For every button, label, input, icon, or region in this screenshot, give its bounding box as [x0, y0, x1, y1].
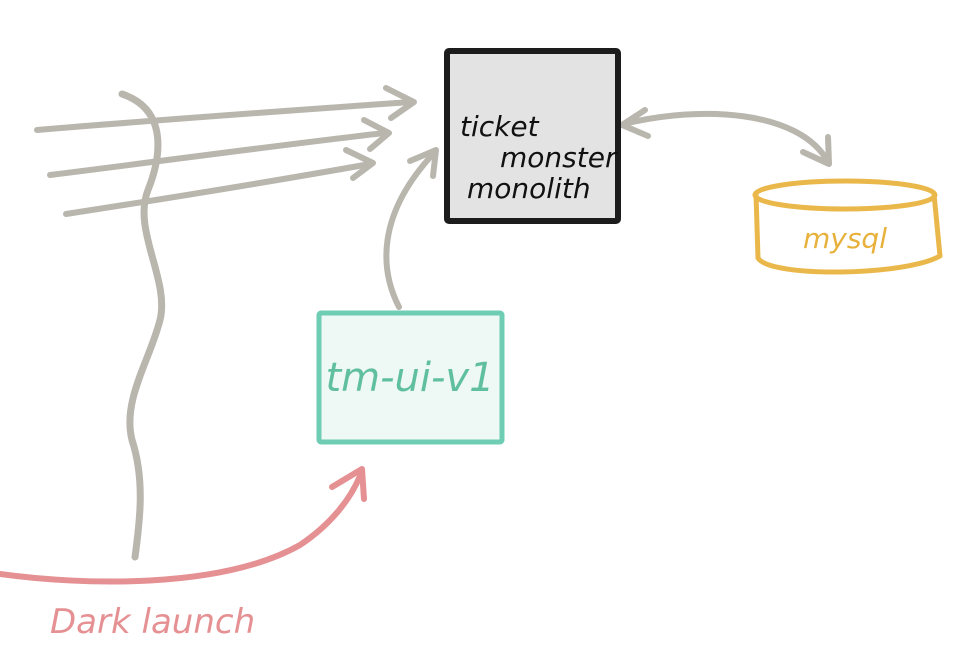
monolith-label-line-3: monolith [467, 172, 591, 205]
mysql-cylinder-top [752, 178, 938, 212]
service-to-monolith-line [383, 150, 437, 310]
mysql-label: mysql [803, 222, 887, 255]
incoming-arrow-1 [34, 99, 413, 133]
service-to-monolith-head [407, 147, 439, 179]
dark-launch-head [329, 466, 367, 502]
mysql-cylinder-body [753, 191, 943, 275]
incoming-arrow-3-head [343, 147, 376, 181]
incoming-arrow-3 [63, 161, 373, 217]
dark-launch-line [0, 473, 363, 585]
incoming-arrow-2-head [361, 117, 392, 152]
monolith-db-arrow [619, 107, 832, 167]
incoming-arrow-1-head [383, 85, 417, 121]
monolith-box [444, 48, 621, 224]
monolith-node: ticket monster monolith [444, 48, 621, 224]
monolith-db-head-left [619, 107, 651, 139]
service-to-monolith-arrow [383, 147, 439, 310]
monolith-label-line-2: monster [500, 141, 618, 174]
service-box [316, 310, 505, 445]
service-label: tm-ui-v1 [325, 355, 494, 401]
service-node: tm-ui-v1 [316, 310, 505, 445]
incoming-traffic-arrows [34, 85, 417, 217]
dark-launch-arrow [0, 466, 367, 585]
mysql-node: mysql [752, 178, 943, 275]
dark-launch-label: Dark launch [50, 602, 255, 642]
incoming-arrow-2 [47, 130, 387, 178]
monolith-label-line-1: ticket [460, 110, 540, 143]
monolith-db-head-right [800, 134, 832, 167]
monolith-db-line [621, 110, 831, 165]
